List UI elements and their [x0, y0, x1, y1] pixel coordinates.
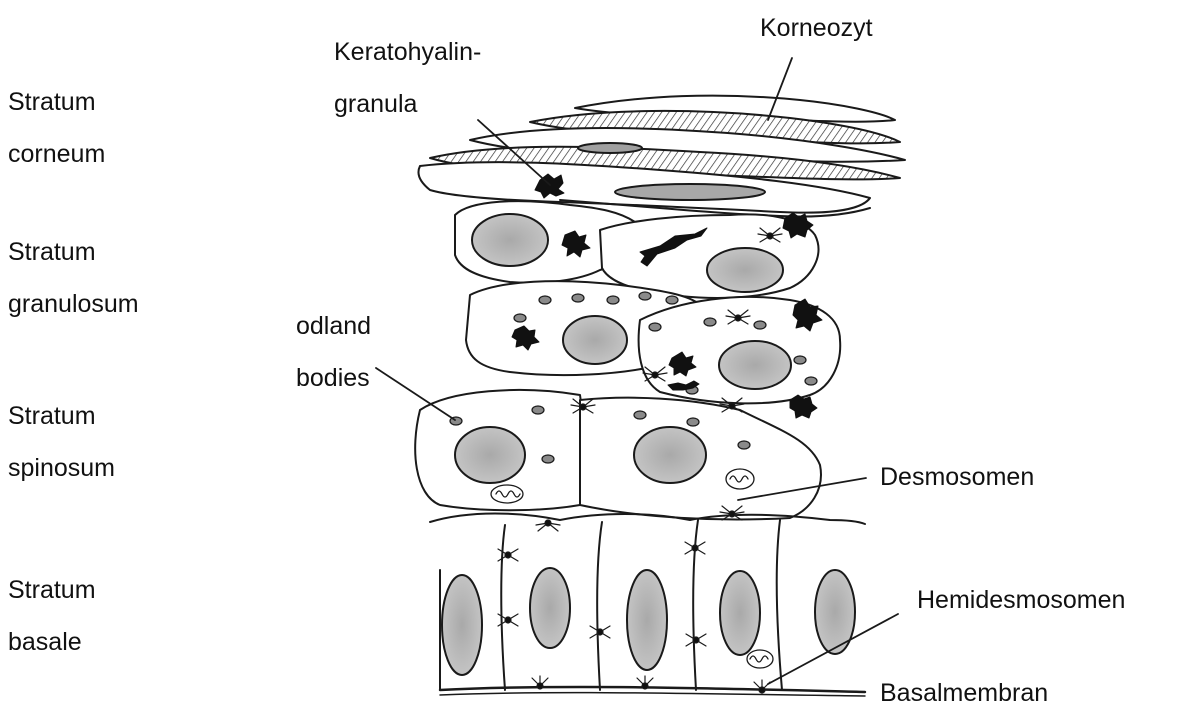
label-stratum-spinosum-line2: spinosum [8, 456, 115, 481]
leader-odland [376, 368, 455, 420]
label-keratohyalin-line1: Keratohyalin- [334, 40, 481, 65]
basale-cells [430, 514, 865, 697]
label-stratum-basale-line1: Stratum [8, 578, 96, 603]
label-odland-line1: odland [296, 314, 371, 339]
label-korneozyt: Korneozyt [760, 16, 873, 41]
label-stratum-corneum-line2: corneum [8, 142, 105, 167]
label-keratohyalin-line2: granula [334, 92, 417, 117]
label-stratum-granulosum-line1: Stratum [8, 240, 96, 265]
label-odland-line2: bodies [296, 366, 370, 391]
label-basalmembran: Basalmembran [880, 681, 1048, 706]
label-stratum-spinosum-line1: Stratum [8, 404, 96, 429]
label-desmosomen: Desmosomen [880, 465, 1034, 490]
label-hemidesmosomen: Hemidesmosomen [917, 588, 1125, 613]
label-stratum-basale-line2: basale [8, 630, 82, 655]
label-stratum-corneum-line1: Stratum [8, 90, 96, 115]
corneocyte-layer [418, 96, 905, 217]
label-stratum-granulosum-line2: granulosum [8, 292, 139, 317]
